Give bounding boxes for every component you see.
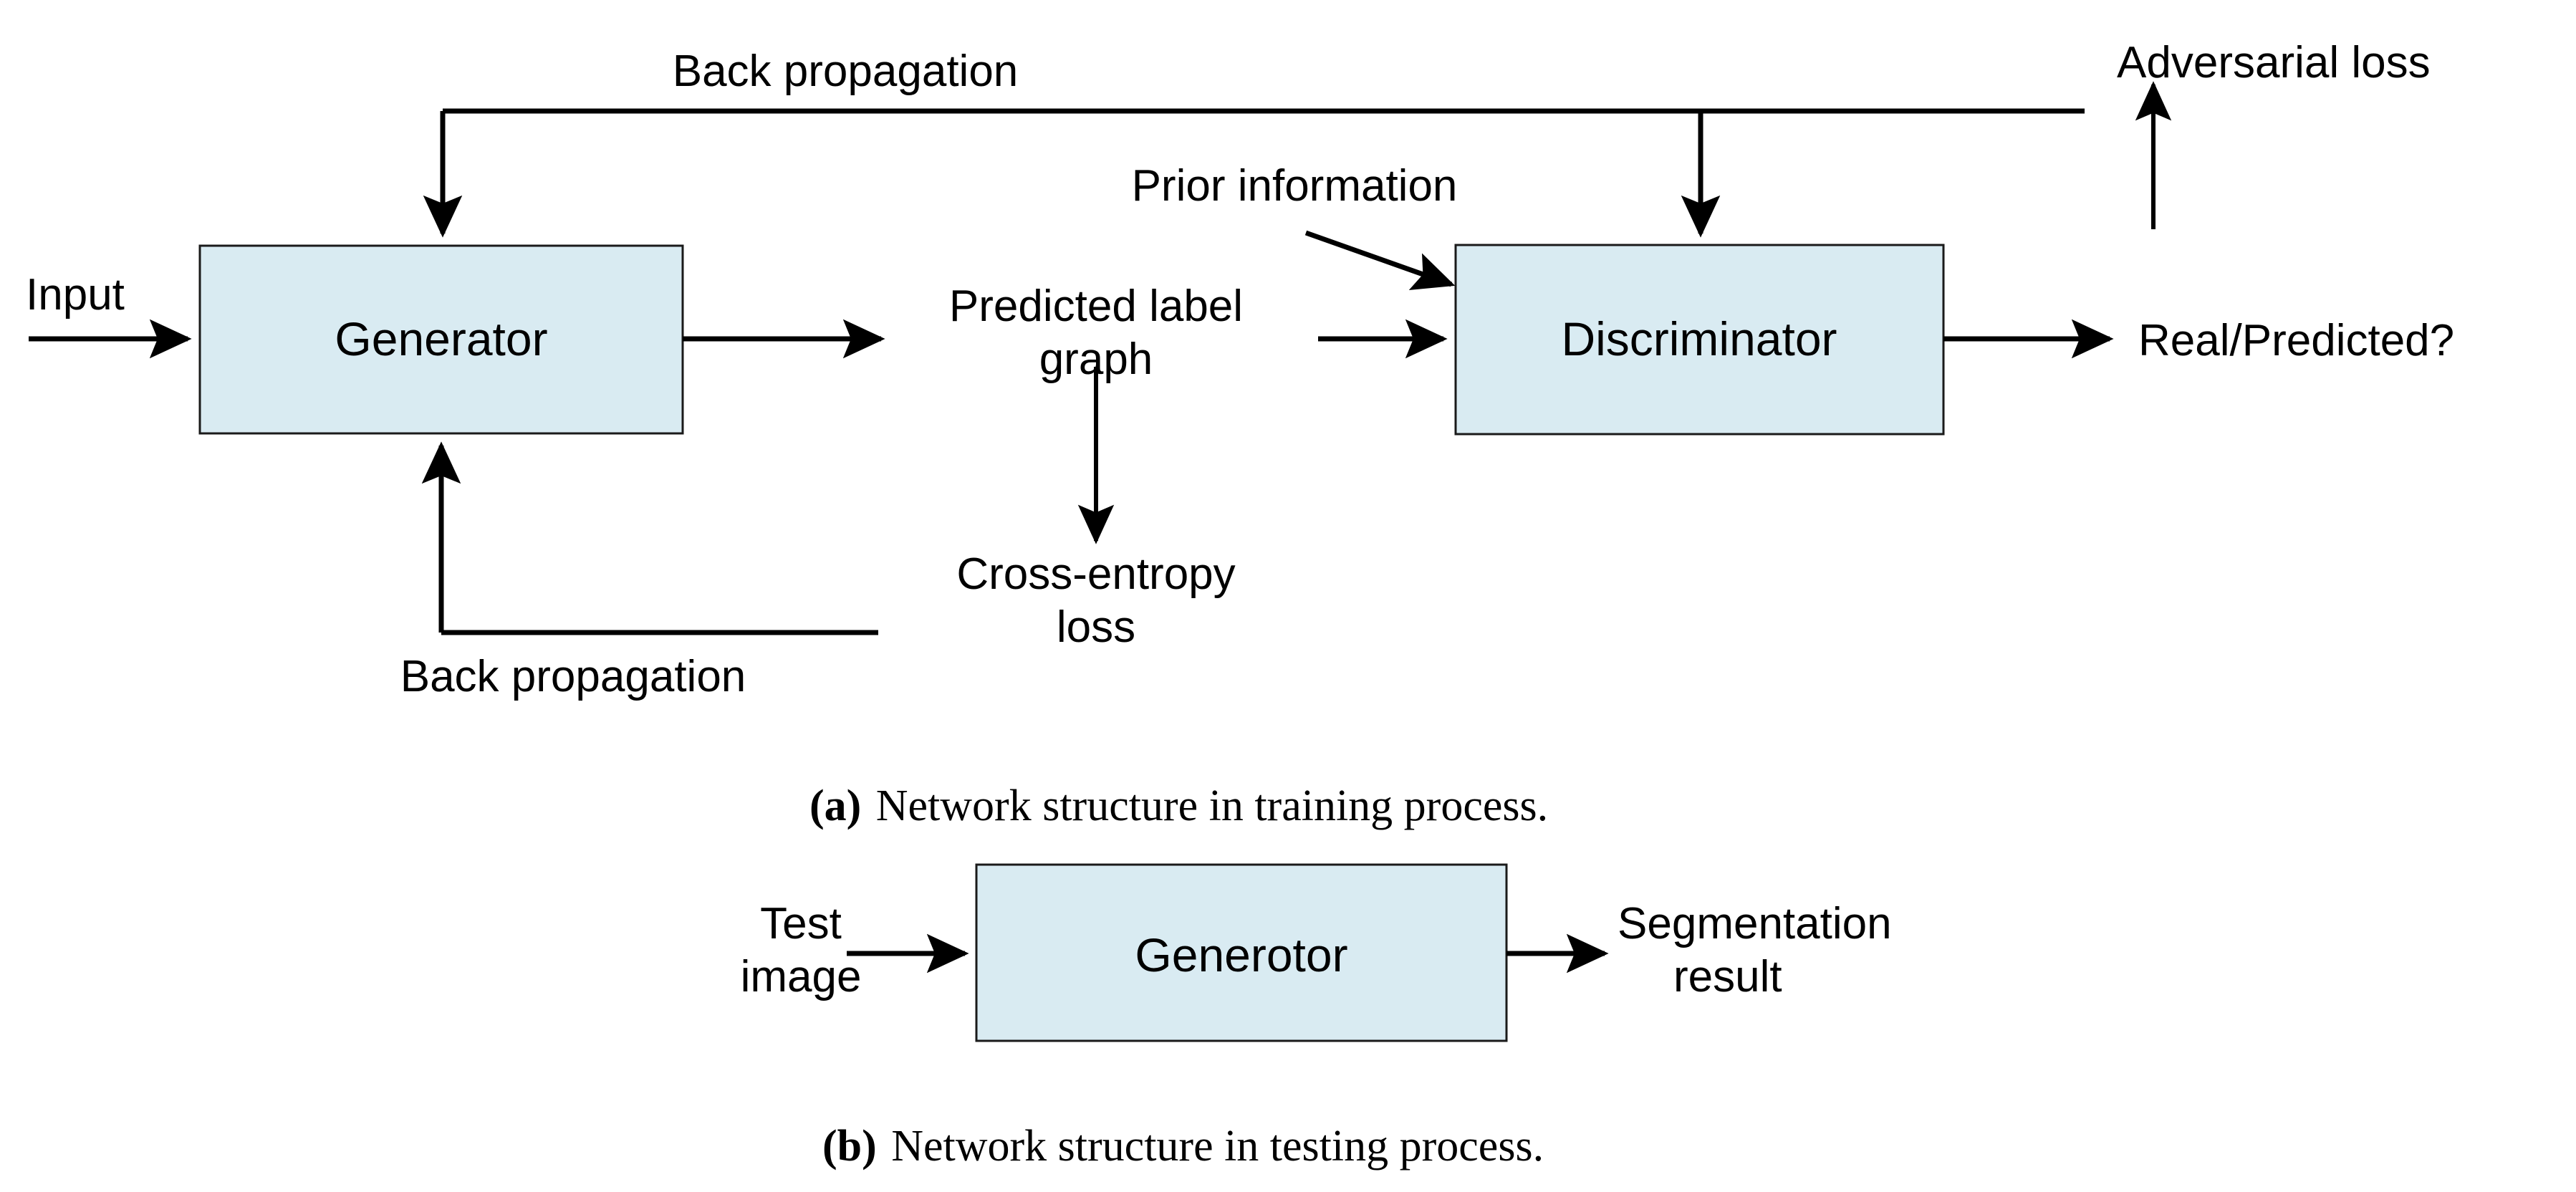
connector-prior-information-to-discriminator (1304, 230, 1456, 290)
caption-b: (b) Network structure in testing process… (822, 1122, 1544, 1171)
label-test-image-line1: Test (760, 899, 842, 948)
generotor-box-label: Generotor (1135, 928, 1347, 981)
caption-a: (a) Network structure in training proces… (809, 782, 1548, 830)
caption-b-text: Network structure in testing process. (891, 1122, 1544, 1171)
label-test-image-line2: image (741, 952, 862, 1001)
label-cross-entropy-loss-line2: loss (1057, 602, 1135, 652)
discriminator-box[interactable] (1454, 244, 1945, 436)
discriminator-box-label: Discriminator (1561, 312, 1837, 365)
label-real-predicted: Real/Predicted? (2138, 316, 2454, 365)
connector-back-propagation-top (423, 108, 2085, 238)
connector-back-propagation-bottom (421, 441, 878, 635)
generotor-box[interactable] (975, 863, 1508, 1042)
label-cross-entropy-loss-line1: Cross-entropy (956, 549, 1235, 599)
label-adversarial-loss: Adversarial loss (2117, 38, 2431, 87)
label-input: Input (26, 270, 125, 319)
caption-a-marker: (a) (809, 782, 861, 830)
label-predicted-label-graph-line1: Predicted label (949, 282, 1243, 331)
label-back-propagation-top: Back propagation (673, 47, 1019, 96)
caption-a-text: Network structure in training process. (876, 782, 1548, 830)
label-segmentation-result-line2: result (1673, 952, 1782, 1001)
label-prior-information: Prior information (1132, 161, 1458, 211)
generator-box-label: Generator (335, 312, 547, 365)
generator-box[interactable] (198, 244, 684, 435)
label-segmentation-result-line1: Segmentation (1618, 899, 1892, 948)
caption-b-marker: (b) (822, 1122, 877, 1171)
label-predicted-label-graph-line2: graph (1039, 335, 1153, 384)
label-back-propagation-bottom: Back propagation (400, 652, 746, 701)
